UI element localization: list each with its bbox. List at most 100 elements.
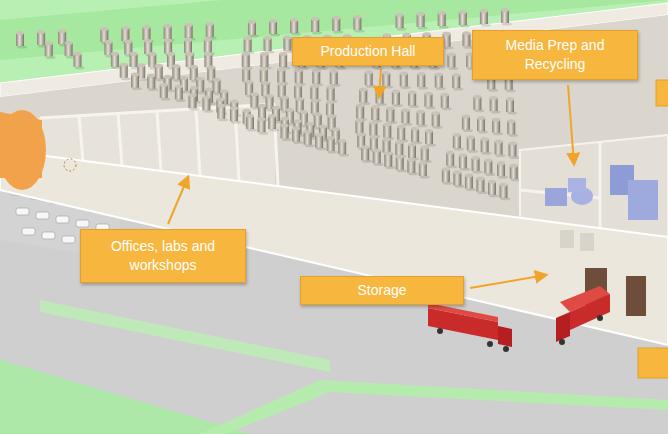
bioreactor xyxy=(326,100,337,118)
tank-top xyxy=(311,99,319,103)
tank-shadow xyxy=(218,118,228,121)
tank-shadow xyxy=(478,131,488,134)
tank-top xyxy=(175,84,183,88)
tank-top xyxy=(264,36,272,40)
tank-shadow xyxy=(454,148,464,151)
bioreactor xyxy=(361,145,372,163)
tank-top xyxy=(472,156,480,160)
tank-shadow xyxy=(401,86,411,89)
bioreactor xyxy=(476,177,487,195)
tank-top xyxy=(338,139,346,143)
car xyxy=(56,216,69,223)
car xyxy=(22,228,35,235)
tank-shadow xyxy=(397,28,407,31)
bioreactor xyxy=(400,71,411,89)
tank-shadow xyxy=(383,85,393,88)
bioreactor xyxy=(244,37,255,55)
tank-top xyxy=(332,127,340,131)
tank-top xyxy=(269,19,277,23)
tank-top xyxy=(459,153,467,157)
tank-top xyxy=(37,30,45,34)
tank-shadow xyxy=(420,175,430,178)
tank-top xyxy=(131,73,139,77)
tank-top xyxy=(266,94,274,98)
tank-top xyxy=(408,91,416,95)
bioreactor xyxy=(120,63,131,81)
tank-top xyxy=(400,71,408,75)
bioreactor xyxy=(260,67,271,85)
truck xyxy=(556,286,610,345)
tank-shadow xyxy=(374,163,384,166)
tank-shadow xyxy=(46,56,56,59)
tank-shadow xyxy=(333,31,343,34)
tank-top xyxy=(507,119,515,123)
tank-shadow xyxy=(249,35,259,38)
tank-top xyxy=(435,73,443,77)
tank-top xyxy=(509,142,517,146)
tank-top xyxy=(204,52,212,56)
bioreactor xyxy=(230,106,241,124)
tank-top xyxy=(355,118,363,122)
tank-shadow xyxy=(493,132,503,135)
tank-top xyxy=(260,67,268,71)
entrance-oval xyxy=(0,110,46,190)
tank-top xyxy=(164,75,172,79)
bioreactor xyxy=(408,91,419,109)
bioreactor xyxy=(509,142,520,160)
tank-top xyxy=(281,117,289,121)
tank-top xyxy=(481,137,489,141)
callout-text: Production Hall xyxy=(321,42,416,61)
bioreactor xyxy=(499,183,510,201)
grass-corner xyxy=(0,360,250,434)
office-wall xyxy=(196,109,200,176)
tank-shadow xyxy=(442,107,452,110)
tank-top xyxy=(408,143,416,147)
tank-top xyxy=(196,77,204,81)
bioreactor xyxy=(147,74,158,92)
tank-top xyxy=(292,127,300,131)
bioreactor xyxy=(472,156,483,174)
car xyxy=(42,232,55,239)
leader-arrow xyxy=(470,275,546,288)
bioreactor xyxy=(396,155,407,173)
bioreactor xyxy=(16,31,27,49)
tank-top xyxy=(382,71,390,75)
room-wall xyxy=(599,142,602,228)
tank-top xyxy=(172,64,180,68)
tank-shadow xyxy=(312,32,322,35)
tank-top xyxy=(147,74,155,78)
bioreactor xyxy=(495,139,506,157)
tank-top xyxy=(189,93,197,97)
bioreactor xyxy=(217,104,228,122)
tank-shadow xyxy=(507,112,517,115)
tank-top xyxy=(148,52,156,56)
bioreactor xyxy=(206,22,217,40)
tank-shadow xyxy=(510,156,520,159)
tank-top xyxy=(357,132,365,136)
tank-shadow xyxy=(247,129,257,132)
tank-top xyxy=(492,118,500,122)
tank-top xyxy=(167,52,175,56)
tank-top xyxy=(294,83,302,87)
bioreactor xyxy=(419,161,430,179)
tank-top xyxy=(473,95,481,99)
window xyxy=(560,230,574,248)
tank-top xyxy=(332,16,340,20)
bioreactor xyxy=(294,83,305,101)
callout-box: Storage xyxy=(300,276,464,305)
tank-shadow xyxy=(474,109,484,112)
tank-shadow xyxy=(231,121,241,124)
callout-text: Offices, labs and workshops xyxy=(89,237,237,275)
bioreactor xyxy=(417,12,428,30)
tank-shadow xyxy=(316,147,326,150)
tank-top xyxy=(396,13,404,17)
tank-shadow xyxy=(318,67,328,70)
callout-content: Offices, labs and workshops xyxy=(89,237,237,275)
tank-top xyxy=(204,38,212,42)
bioreactor xyxy=(304,130,315,148)
tank-shadow xyxy=(366,85,376,88)
tank-top xyxy=(184,38,192,42)
tank-shadow xyxy=(397,169,407,172)
bioreactor xyxy=(353,15,364,33)
bioreactor xyxy=(242,67,253,85)
